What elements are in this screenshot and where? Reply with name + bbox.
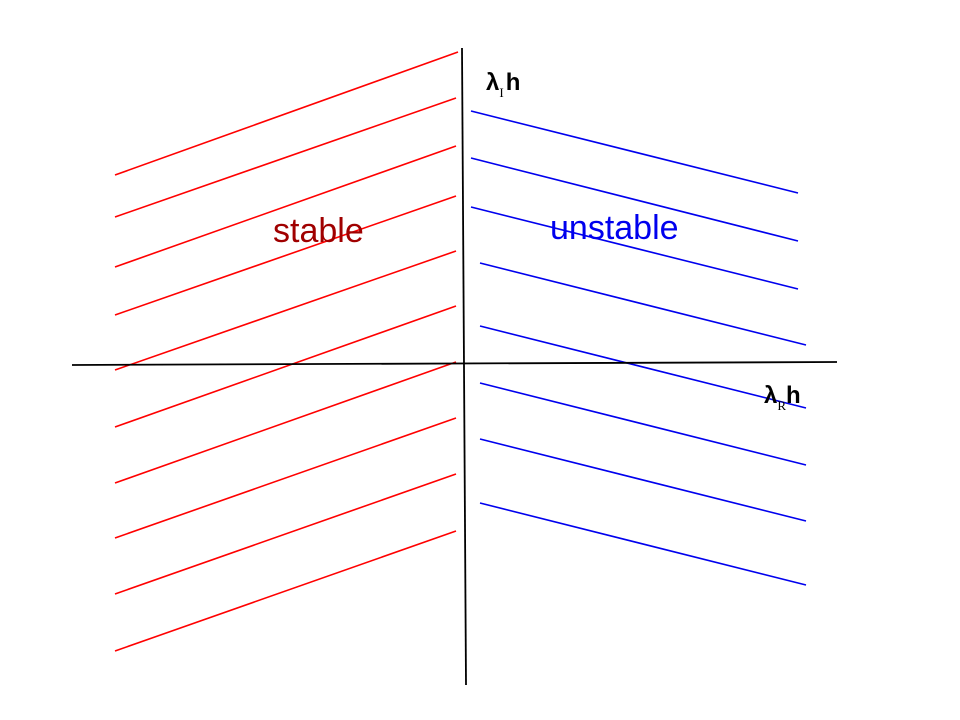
stable-hatch-line [114,473,457,595]
x-axis [71,361,838,366]
stable-region-hatching [114,51,459,652]
unstable-hatch-line [479,502,807,586]
x-axis-symbol: λ [764,382,777,409]
unstable-label: unstable [550,209,679,247]
x-axis-subscript: R [777,398,786,413]
y-axis-suffix: h [506,69,521,96]
unstable-hatch-line [470,157,799,242]
x-axis-label: λRh [764,382,801,413]
unstable-hatch-line [479,438,807,522]
stable-hatch-line [114,97,457,218]
stable-hatch-line [114,250,457,371]
stable-hatch-line [114,145,457,268]
unstable-hatch-line [470,110,799,194]
unstable-hatch-line [479,262,807,346]
stable-hatch-line [114,305,457,428]
stable-hatch-line [114,530,457,652]
x-axis-suffix: h [786,382,801,409]
y-axis-subscript: I [499,85,503,100]
unstable-region-hatching [470,110,807,586]
unstable-hatch-line [479,382,807,466]
stable-label: stable [273,212,364,250]
stable-hatch-line [114,417,457,539]
stable-hatch-line [114,361,457,484]
unstable-hatch-line [470,206,799,290]
stable-hatch-line [114,51,459,176]
y-axis-symbol: λ [486,69,499,96]
y-axis [461,47,467,686]
unstable-hatch-line [479,325,807,409]
stable-hatch-line [114,195,457,316]
y-axis-label: λIh [486,69,520,100]
